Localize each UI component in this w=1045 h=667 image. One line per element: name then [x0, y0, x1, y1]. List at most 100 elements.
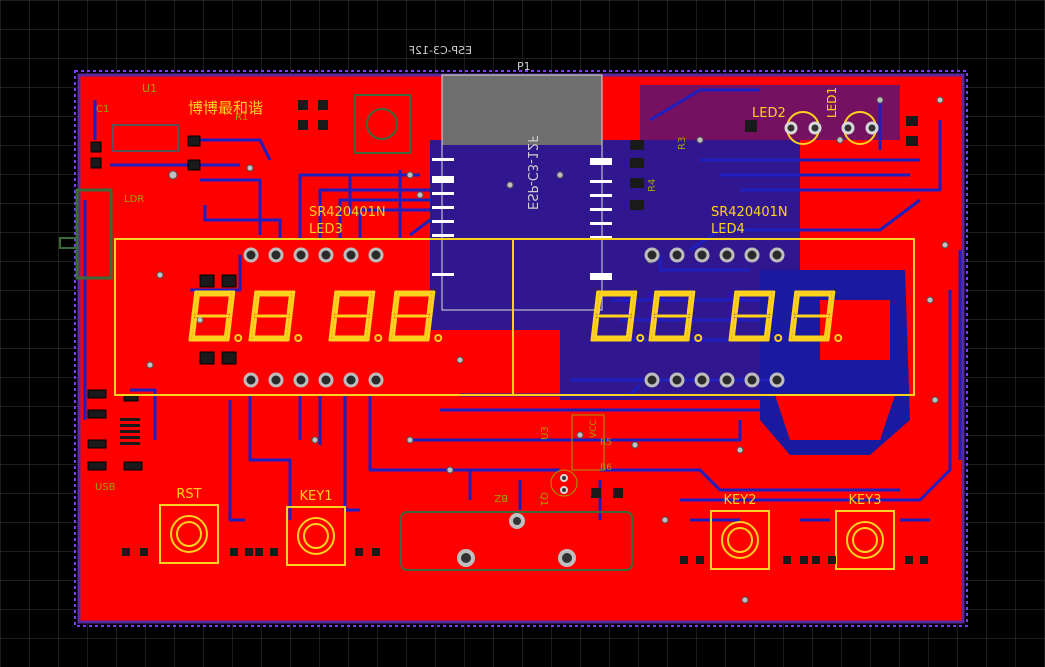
key1-button[interactable]: KEY1 — [286, 489, 346, 566]
display-pin — [694, 372, 710, 388]
segment — [631, 290, 638, 318]
display-right-pins-bottom — [644, 372, 785, 388]
button-cap-inner — [176, 521, 202, 547]
segment — [731, 290, 738, 318]
display-right-name: LED4 — [711, 222, 745, 237]
display-pin — [669, 372, 685, 388]
decimal-point — [374, 334, 383, 342]
rst-button[interactable]: RST — [159, 487, 219, 564]
display-pin — [243, 372, 259, 388]
button-outline — [159, 504, 219, 564]
segment — [248, 314, 255, 342]
segment — [648, 314, 655, 342]
esp-module[interactable]: ESP-C3-12F P1 ESP-C3-12F — [409, 44, 612, 311]
segment — [651, 317, 658, 339]
display-pin — [719, 247, 735, 263]
ref-bz: BZ — [494, 492, 508, 503]
display-pin — [268, 372, 284, 388]
transistor-outline — [550, 469, 578, 497]
display-pin — [243, 247, 259, 263]
display-pin — [318, 247, 334, 263]
segment — [829, 290, 836, 318]
board-outline[interactable] — [74, 70, 968, 627]
segment — [791, 317, 798, 339]
button-label: KEY3 — [849, 493, 882, 508]
display-pin — [343, 247, 359, 263]
segment — [366, 314, 373, 342]
button-label: KEY2 — [724, 493, 757, 508]
segment — [286, 293, 292, 315]
esp-top-label: ESP-C3-12F — [409, 44, 472, 57]
segment — [426, 293, 432, 315]
button-label: RST — [176, 487, 201, 502]
decimal-point — [636, 334, 645, 342]
display-pin — [719, 372, 735, 388]
button-cap-outer — [297, 517, 335, 555]
display-left-pins-bottom — [243, 372, 384, 388]
top-left-components[interactable]: 博博最和谐 U1 C1 R1 LDR F1 USB — [59, 82, 411, 493]
display-pin — [744, 372, 760, 388]
ref-r4: R4 — [647, 179, 658, 192]
segment — [229, 290, 236, 318]
segment — [593, 290, 600, 318]
led2-label: LED2 — [752, 106, 786, 121]
display-pin — [293, 372, 309, 388]
segment — [766, 314, 773, 342]
ref-q1: Q1 — [538, 492, 549, 506]
decimal-point — [434, 334, 443, 342]
key2-button[interactable]: KEY2 — [710, 493, 770, 570]
button-cap-outer — [846, 521, 884, 559]
display-pin — [318, 372, 334, 388]
connector-left — [75, 188, 113, 280]
esp-mirror-label: ESP-C3-12F — [524, 135, 539, 210]
connector-tab — [59, 237, 78, 249]
button-cap-outer — [170, 515, 208, 553]
display-right-part: SR420401N — [711, 205, 788, 220]
segment — [226, 293, 232, 315]
status-leds[interactable]: LED2 LED1 R3 R4 — [630, 87, 918, 210]
segment — [791, 290, 798, 318]
segment — [369, 290, 376, 318]
button-outline — [835, 510, 895, 570]
display-right[interactable]: SR420401N LED4 — [512, 205, 915, 396]
display-pin — [769, 247, 785, 263]
button-cap-inner — [727, 527, 753, 553]
display-left-segments — [188, 290, 443, 342]
ref-ldr: LDR — [124, 194, 144, 205]
segment — [654, 293, 660, 315]
led1-label: LED1 — [825, 87, 839, 118]
ref-vcc: VCC — [589, 419, 599, 438]
decimal-point — [294, 334, 303, 342]
segment — [283, 317, 290, 339]
mid-lower-components[interactable]: U3 Q1 R5 R6 BZ VCC — [400, 414, 633, 571]
light-sensor — [354, 94, 411, 154]
segment — [651, 290, 658, 318]
button-cap-outer — [721, 521, 759, 559]
segment — [593, 317, 600, 339]
display-pin — [644, 372, 660, 388]
button-cap-inner — [852, 527, 878, 553]
segment — [191, 290, 198, 318]
display-pin — [669, 247, 685, 263]
segment — [334, 293, 340, 315]
segment — [194, 293, 200, 315]
tact-buttons[interactable]: RST KEY1 KEY2 KEY3 — [159, 487, 895, 570]
key3-button[interactable]: KEY3 — [835, 493, 895, 570]
display-right-outline — [512, 238, 915, 396]
button-outline — [710, 510, 770, 570]
segment — [286, 314, 293, 342]
display-left-pins-top — [243, 247, 384, 263]
display-pin — [694, 247, 710, 263]
display-left[interactable]: SR420401N LED3 — [114, 205, 514, 396]
segment — [391, 290, 398, 318]
segment — [689, 290, 696, 318]
segment — [223, 317, 230, 339]
segment — [251, 290, 258, 318]
decimal-point — [774, 334, 783, 342]
button-cap-inner — [303, 523, 329, 549]
segment — [289, 290, 296, 318]
ref-c1: C1 — [96, 104, 109, 115]
display-pin — [368, 372, 384, 388]
ref-r1: R1 — [235, 112, 248, 123]
